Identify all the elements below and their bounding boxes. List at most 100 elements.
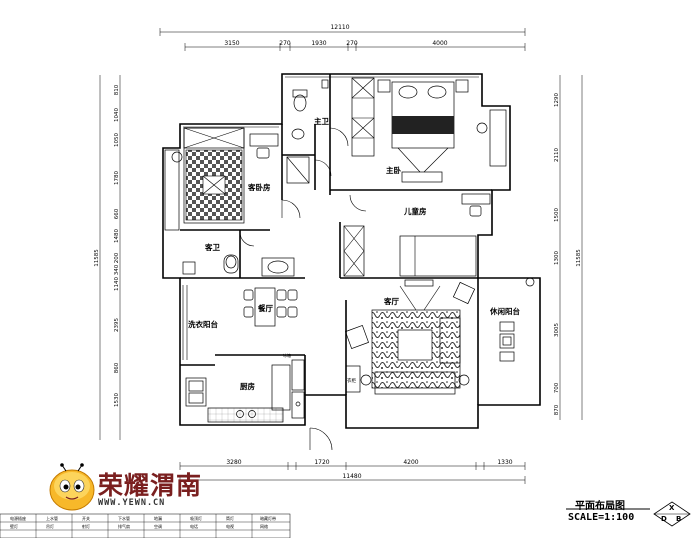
- compass: X D B: [653, 501, 691, 527]
- dining-area: 餐厅: [243, 287, 298, 327]
- left-seg-1: 810: [114, 84, 120, 95]
- fridge-label: 冰箱: [283, 352, 291, 358]
- legend-item: 空调: [154, 524, 162, 529]
- right-seg-5: 3005: [554, 323, 560, 337]
- legend-item: 排气扇: [118, 524, 130, 529]
- armchair: [345, 325, 369, 349]
- drawing-title: 平面布局图: [575, 501, 625, 512]
- legend-grid: [0, 513, 291, 538]
- legend-item: 地漏: [154, 516, 162, 521]
- master-bedroom: 主卧: [351, 77, 507, 183]
- left-seg-9: 1140: [114, 277, 120, 291]
- left-seg-7: 200: [114, 252, 120, 263]
- legend-item: 网络: [260, 524, 268, 529]
- left-seg-2: 1040: [114, 108, 120, 122]
- legend-item: 壁灯: [10, 524, 18, 529]
- master-bed: [391, 81, 455, 149]
- kitchen: 冰箱 厨房: [185, 352, 305, 423]
- dining-chair-6: [287, 306, 298, 318]
- right-seg-2: 2110: [554, 148, 560, 162]
- right-seg-6: 700: [554, 382, 560, 393]
- legend-item: 电源插座: [10, 516, 26, 521]
- guest-bedroom: 客卧房: [164, 127, 279, 231]
- stove-burner-2: [248, 410, 256, 418]
- stove-burner-1: [236, 410, 244, 418]
- kids-room: 儿童房: [343, 193, 491, 277]
- legend-item: 吊灯: [46, 524, 54, 529]
- coffee-table: [397, 329, 433, 361]
- master-bath-label: 主卫: [314, 116, 329, 126]
- left-seg-5: 660: [114, 208, 120, 219]
- master-bathroom: 主卫: [286, 79, 329, 184]
- top-total-dim: 12110: [330, 24, 349, 31]
- fridge: [291, 359, 305, 391]
- brand-url: WWW.YEWN.CN: [98, 498, 166, 508]
- balcony-label: 休闲阳台: [489, 306, 520, 316]
- laundry-balcony: 洗衣阳台: [182, 285, 218, 360]
- living-room: 衣柜 客厅: [345, 279, 470, 395]
- master-nightstand-1: [377, 79, 391, 93]
- right-seg-3: 1500: [554, 208, 560, 222]
- master-bed-blanket: [392, 116, 454, 134]
- master-pillow-2: [427, 85, 447, 99]
- doors: [239, 127, 367, 451]
- bottom-seg-3: 4200: [403, 459, 418, 466]
- master-bedroom-label: 主卧: [386, 165, 401, 175]
- top-dimension: 12110 3150 270 1930 270 4000: [159, 24, 526, 51]
- guest-bathroom: 客卫: [182, 242, 295, 277]
- kitchen-label: 厨房: [240, 381, 255, 391]
- drawing-scale: SCALE=1:100: [568, 512, 635, 523]
- dining-chair-3: [276, 289, 287, 301]
- interior-walls: [180, 74, 492, 405]
- kids-chair: [469, 205, 482, 217]
- left-seg-3: 1050: [114, 133, 120, 147]
- top-seg-1: 3150: [224, 40, 239, 47]
- legend-item: 吸顶灯: [190, 516, 202, 521]
- wardrobe-box: [345, 365, 361, 393]
- master-toilet: [293, 94, 307, 112]
- sofa-main: [374, 371, 456, 395]
- guest-desk: [249, 133, 279, 147]
- bottom-seg-2: 1720: [314, 459, 329, 466]
- left-seg-11: 860: [114, 362, 120, 373]
- kids-desk: [461, 193, 491, 205]
- guest-bath-label: 客卫: [204, 242, 220, 252]
- master-tv-cabinet: [401, 171, 443, 183]
- master-wardrobe: [351, 77, 375, 157]
- right-seg-1: 1290: [554, 93, 560, 107]
- bottom-dimension: 3280 1720 4200 1330 11480: [179, 459, 526, 484]
- left-dimension: 11585 810 1040 1050 1780 660 1480 200 34…: [94, 75, 121, 440]
- right-dimension: 11585 1290 2110 1500 1300 3005 700 870: [554, 75, 583, 420]
- top-seg-2: 270: [279, 40, 291, 47]
- guest-bay-window: [164, 149, 180, 231]
- compass-x: X: [669, 504, 675, 512]
- top-seg-5: 4000: [432, 40, 447, 47]
- bottom-seg-1: 3280: [226, 459, 241, 466]
- side-table-2: [360, 374, 372, 386]
- living-tv-cabinet: [404, 279, 434, 287]
- laundry-label: 洗衣阳台: [188, 319, 218, 329]
- guest-shower: [182, 261, 196, 275]
- bee-logo-icon: [49, 463, 95, 511]
- kitchen-sink: [185, 377, 207, 407]
- master-nightstand-2: [455, 79, 469, 93]
- master-basin: [291, 128, 305, 140]
- master-desk: [489, 109, 507, 167]
- left-seg-6: 1480: [114, 229, 120, 243]
- dining-chair-4: [276, 306, 287, 318]
- sofa-side: [439, 317, 461, 364]
- master-pillow-1: [398, 85, 418, 99]
- fridge-knob: [295, 401, 301, 407]
- kitchen-counter-bottom: [207, 407, 284, 423]
- left-total-dim: 11585: [94, 249, 100, 267]
- left-seg-10: 2395: [114, 318, 120, 332]
- wardrobe-label: 衣柜: [347, 377, 356, 384]
- brand-name: 荣耀渭南: [98, 471, 203, 500]
- legend-item: 筒灯: [226, 516, 234, 521]
- kids-room-label: 儿童房: [403, 206, 427, 216]
- legend-item: 开关: [82, 516, 90, 521]
- living-room-label: 客厅: [383, 296, 399, 306]
- guest-wardrobe: [183, 127, 245, 149]
- side-table-1: [458, 374, 470, 386]
